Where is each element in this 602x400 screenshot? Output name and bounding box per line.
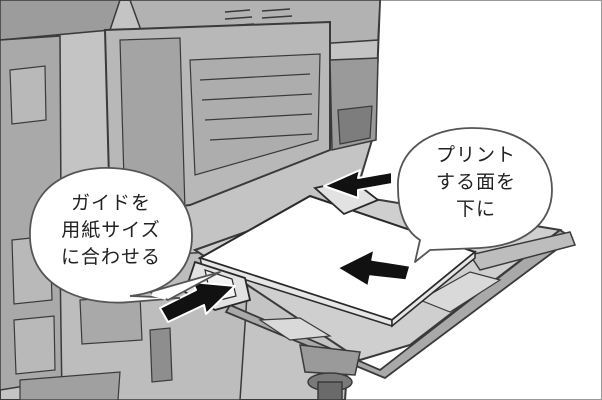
paper-stack: [197, 194, 478, 328]
callout-guide-line-1: ガイドを: [70, 192, 151, 214]
callout-bubble-guide: [29, 167, 221, 304]
callout-guide-text: ガイドを 用紙サイズ に合わせる: [38, 190, 184, 271]
callout-guide-line-2: 用紙サイズ: [61, 219, 161, 241]
callout-print-line-1: プリント: [435, 144, 516, 166]
callout-print-side-text: プリント する面を 下に: [410, 142, 542, 223]
callout-print-line-2: する面を: [435, 171, 516, 193]
insert-direction-arrow-icon: [337, 249, 411, 287]
callout-guide-line-3: に合わせる: [60, 246, 161, 268]
guide-push-arrow-icon: [159, 281, 236, 323]
callout-print-line-3: 下に: [455, 198, 496, 220]
guide-push-arrow-icon: [323, 169, 393, 199]
callout-bubble-print-side: [397, 127, 553, 263]
